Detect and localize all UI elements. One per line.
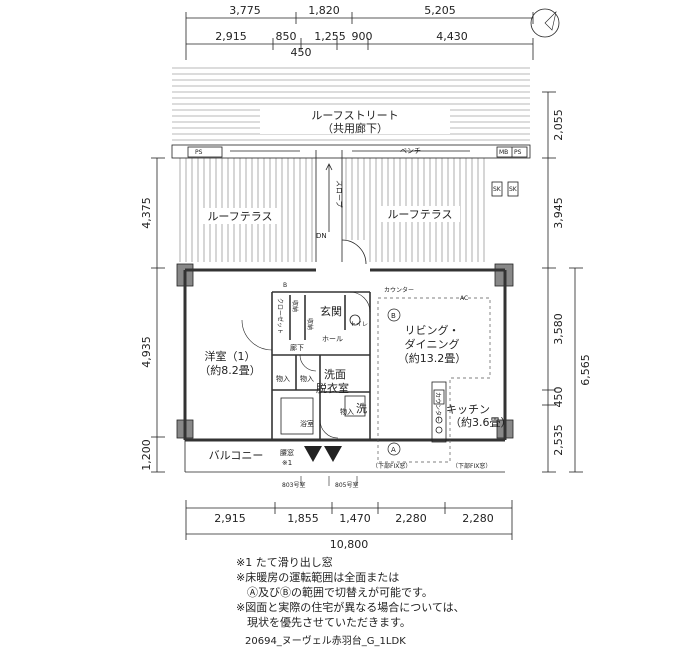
senmen-label: 洗面 <box>324 368 346 381</box>
roof-terrace-right-label: ルーフテラス <box>387 208 452 221</box>
roof-terrace-left-label: ルーフテラス <box>207 210 272 223</box>
koshimado-label: 腰窓 <box>280 448 294 457</box>
north-arrow-icon <box>530 8 560 38</box>
ps-left-label: PS <box>195 149 203 156</box>
storage2-label: 収納 <box>306 318 314 330</box>
balcony-label: バルコニー <box>209 449 264 462</box>
ac-label: AC <box>460 295 468 302</box>
wash-label: 洗 <box>356 402 367 415</box>
monoire3-label: 物入 <box>340 407 354 416</box>
dim-bottom-5: 2,280 <box>462 512 494 525</box>
living-label-1: リビング・ <box>405 323 460 337</box>
partition-triangles <box>304 446 342 462</box>
sk1-label: SK <box>493 186 502 193</box>
dim-right-1: 2,055 <box>552 109 565 141</box>
dim-right-2: 3,945 <box>552 197 565 229</box>
counter-vertical-label: カウンター <box>434 392 442 422</box>
western-area-label: （約8.2畳） <box>199 363 261 377</box>
dim-top2-1: 2,915 <box>215 30 247 43</box>
room-803-label: 803号室 <box>282 481 305 489</box>
dim-right-total: 6,565 <box>579 354 592 386</box>
slope-label: スロープ <box>335 180 343 208</box>
koshimado-note: ※1 <box>282 459 292 467</box>
dim-right-4: 450 <box>552 387 565 408</box>
roof-street-hatch <box>172 67 530 141</box>
dim-right-5: 2,535 <box>552 424 565 456</box>
dim-top-3: 5,205 <box>424 4 456 17</box>
dim-bottom-total: 10,800 <box>330 538 369 551</box>
dim-top-2: 1,820 <box>308 4 340 17</box>
kitchen-area-label: （約3.6畳） <box>450 415 512 429</box>
shared-corridor-label: （共用廊下） <box>322 121 388 135</box>
ps-right-label: PS <box>514 149 522 156</box>
dim-top2-sub: 450 <box>291 46 312 59</box>
fix-window-1: （下部FIX窓） <box>372 462 411 470</box>
dim-top2-2: 850 <box>276 30 297 43</box>
note-line-5: 現状を優先させていただきます。 <box>247 616 411 629</box>
dim-bottom-1: 2,915 <box>214 512 246 525</box>
genkan-label: 玄関 <box>320 304 342 318</box>
mb-label: MB <box>499 149 508 156</box>
note-line-3: Ⓐ及びⒷの範囲で切替えが可能です。 <box>247 586 433 599</box>
notes-block: ※1 たて滑り出し窓 ※床暖房の運転範囲は全面または Ⓐ及びⒷの範囲で切替えが可… <box>236 555 465 630</box>
living-area-label: （約13.2畳） <box>398 351 467 365</box>
plan-caption: 20694_ヌーヴェル赤羽台_G_1LDK <box>245 636 406 647</box>
storage1-label: 収納 <box>291 300 299 312</box>
dim-bottom-2: 1,855 <box>287 512 319 525</box>
balcony-rail <box>184 440 505 473</box>
dim-top2-3: 1,255 <box>314 30 346 43</box>
dim-top-1: 3,775 <box>229 4 261 17</box>
bench-label: ベンチ <box>400 147 421 155</box>
marker-b-label: B <box>391 312 396 320</box>
dim-bottom-4: 2,280 <box>395 512 427 525</box>
dim-top2-5: 4,430 <box>436 30 468 43</box>
dim-left-1: 4,375 <box>140 197 153 229</box>
note-line-4: ※図面と実際の住宅が異なる場合については、 <box>236 601 465 614</box>
dn-label: DN <box>316 232 327 240</box>
closet-label: クローゼット <box>276 298 284 334</box>
counter-label: カウンター <box>384 286 414 294</box>
marker-a-circle <box>387 442 401 456</box>
dim-right-3: 3,580 <box>552 313 565 345</box>
corridor-label: 廊下 <box>290 343 304 352</box>
bathroom-label: 浴室 <box>300 419 314 428</box>
slope <box>315 150 367 265</box>
kitchen-fixtures <box>280 314 447 443</box>
toilet-label: トイレ <box>350 321 368 328</box>
monoire2-label: 物入 <box>300 374 314 383</box>
note-line-1: ※1 たて滑り出し窓 <box>236 556 333 569</box>
fix-window-2: （下部FIX窓） <box>452 462 491 470</box>
dim-left-3: 1,200 <box>140 439 153 471</box>
dim-top2-4: 900 <box>352 30 373 43</box>
dim-bottom-3: 1,470 <box>339 512 371 525</box>
monoire1-label: 物入 <box>276 374 290 383</box>
b-box-label: B <box>283 282 287 289</box>
hall-label: ホール <box>322 335 343 343</box>
living-label-2: ダイニング <box>405 337 460 351</box>
note-line-2: ※床暖房の運転範囲は全面または <box>236 571 400 584</box>
roof-street-label: ルーフストリート <box>311 109 398 122</box>
marker-a-label: A <box>391 446 396 454</box>
datsuishitsu-label: 脱衣室 <box>316 381 349 395</box>
sk2-label: SK <box>509 186 518 193</box>
room-805-label: 805号室 <box>335 481 358 489</box>
dim-left-2: 4,935 <box>140 336 153 368</box>
western-room-label: 洋室（1） <box>205 349 256 363</box>
marker-b-circle <box>387 308 401 322</box>
kitchen-label: キッチン <box>446 403 490 416</box>
